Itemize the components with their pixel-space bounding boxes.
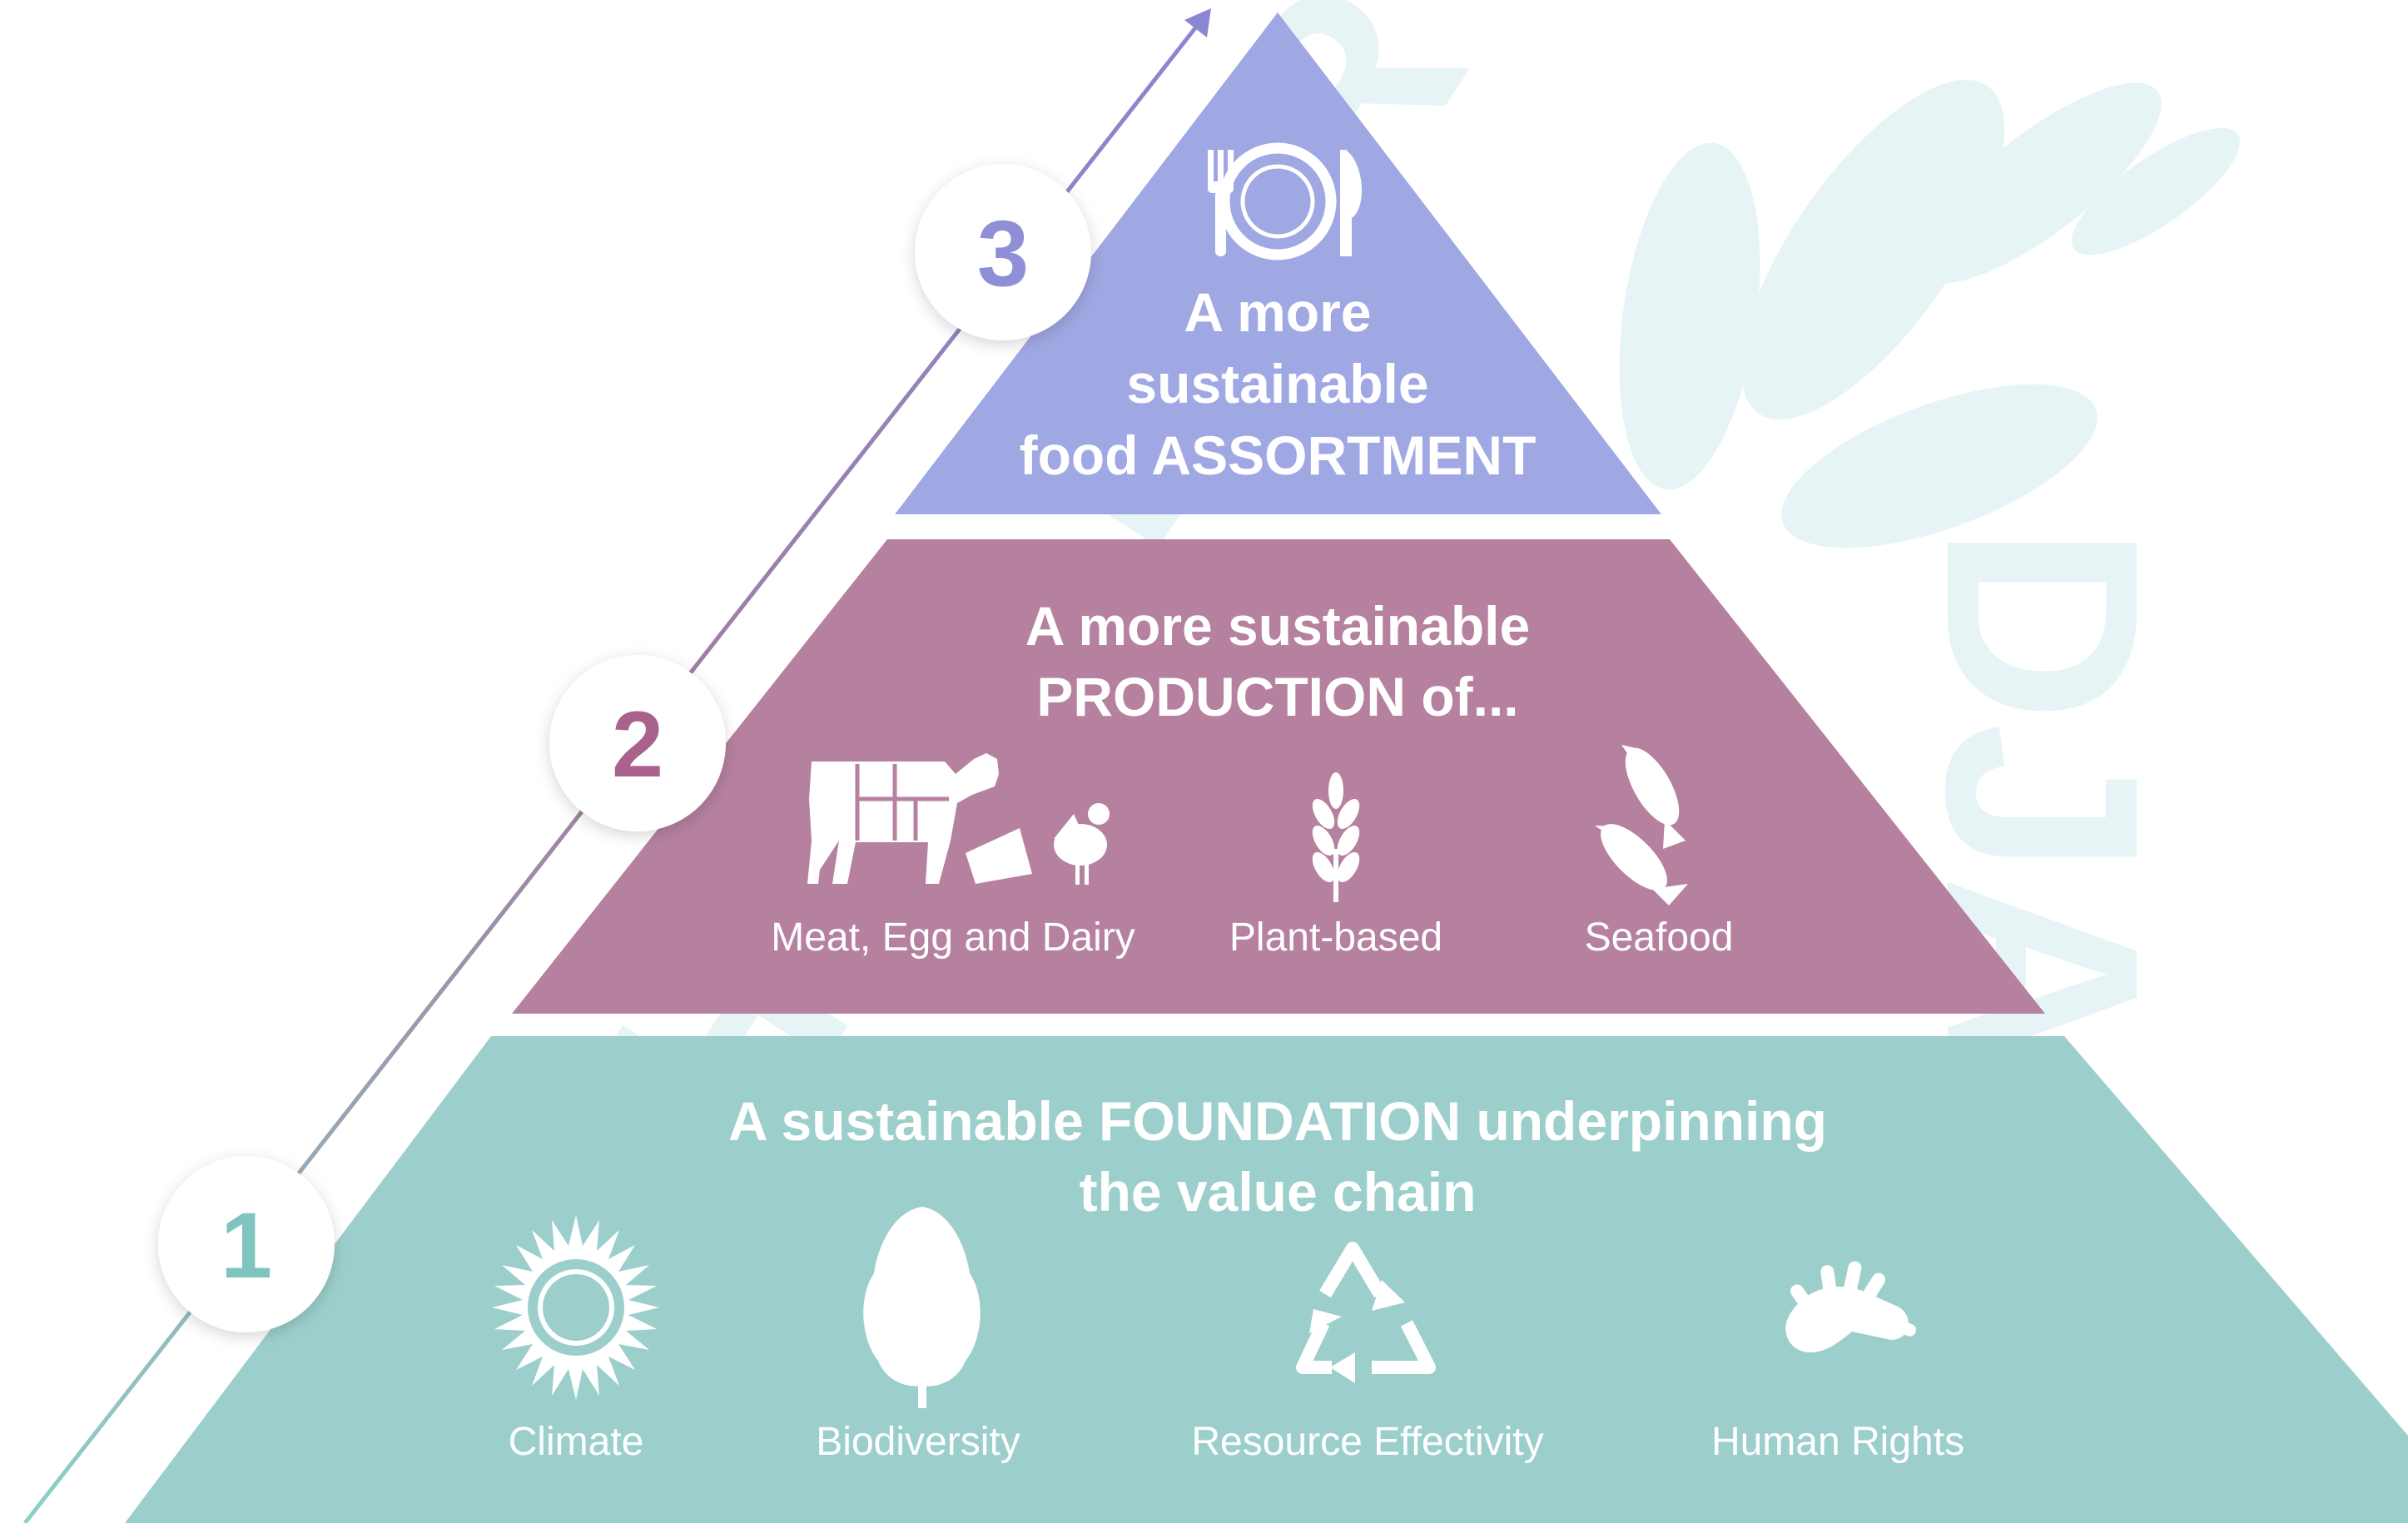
meat-cut-lines — [855, 764, 949, 841]
recycle-icon — [1296, 1242, 1436, 1383]
tier-1-heading-line-1: A sustainable FOUNDATION underpinning — [728, 1090, 1827, 1152]
tier-1-item-label-climate: Climate — [509, 1420, 644, 1464]
sun-icon — [492, 1215, 659, 1400]
tier-1-shape — [125, 1036, 2408, 1523]
tier-3-heading-line-2: sustainable — [1126, 353, 1428, 414]
tier-1-heading-line-2: the value chain — [1080, 1161, 1477, 1223]
hand-icon — [1785, 1261, 1916, 1352]
step-number-3: 3 — [915, 164, 1091, 340]
wheat-icon — [1312, 772, 1360, 902]
step-number-2-text: 2 — [612, 692, 663, 796]
tier-1: A sustainable FOUNDATION underpinning th… — [125, 1036, 2408, 1523]
tier-2-item-label-plant: Plant-based — [1229, 915, 1442, 960]
tier-1-item-label-human-rights: Human Rights — [1711, 1420, 1964, 1464]
tier-3-shape — [895, 12, 1661, 514]
step-number-2: 2 — [549, 655, 726, 831]
wheat-watermark-icon — [1619, 79, 2240, 548]
tier-2: A more sustainable PRODUCTION of... — [512, 539, 2045, 1014]
tier-2-heading-line-1: A more sustainable — [1025, 595, 1530, 657]
plate-cutlery-icon — [1208, 142, 1363, 260]
tier-2-item-label-seafood: Seafood — [1585, 915, 1734, 960]
tier-2-item-label-meat: Meat, Egg and Dairy — [771, 915, 1135, 960]
tier-3-heading-line-3: food ASSORTMENT — [1020, 424, 1537, 486]
tier-1-item-label-biodiversity: Biodiversity — [816, 1420, 1020, 1464]
step-number-1: 1 — [158, 1156, 335, 1332]
tree-icon — [863, 1207, 981, 1408]
tier-2-heading-line-2: PRODUCTION of... — [1036, 666, 1518, 727]
step-number-3-text: 3 — [977, 201, 1029, 305]
tier-3-heading-line-1: A more — [1184, 281, 1372, 343]
step-number-1-text: 1 — [221, 1193, 272, 1297]
fish-icon — [1595, 745, 1688, 905]
tier-1-item-label-resource: Resource Effectivity — [1191, 1420, 1543, 1464]
tier-3: A more sustainable food ASSORTMENT — [895, 12, 1661, 514]
